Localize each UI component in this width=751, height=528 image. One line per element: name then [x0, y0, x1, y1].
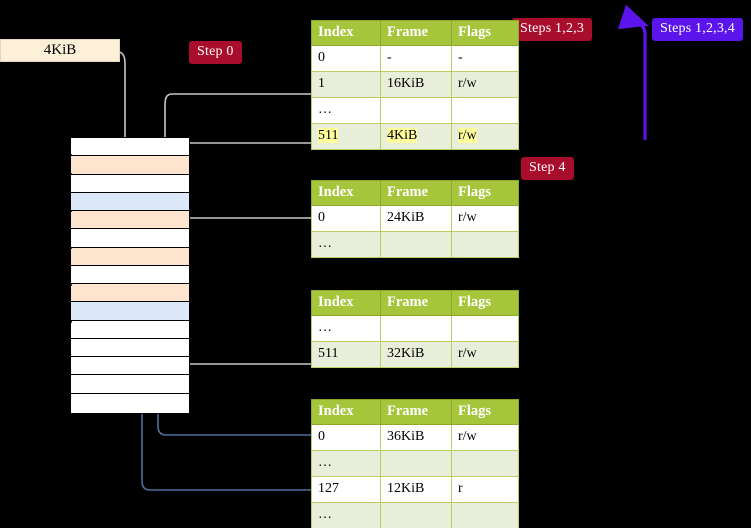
table-cell: 24KiB	[380, 205, 452, 232]
column-header-index: Index	[311, 399, 381, 425]
memory-frame-row	[71, 229, 189, 248]
table-cell	[380, 450, 452, 477]
memory-frame-row	[71, 375, 189, 394]
memory-frame-row	[71, 156, 189, 175]
memory-frame-row	[71, 265, 189, 285]
table-cell: r/w	[451, 424, 519, 451]
highlighted-value: 511	[318, 128, 339, 143]
table-cell: …	[311, 502, 381, 528]
column-header-frame: Frame	[380, 180, 452, 206]
table-cell	[380, 315, 452, 342]
memory-frame-row	[71, 338, 189, 358]
table-row: …	[311, 97, 519, 124]
memory-frame-row	[71, 174, 189, 193]
memory-frame-row	[71, 192, 189, 212]
table-cell	[380, 97, 452, 124]
table-cell: 16KiB	[380, 71, 452, 98]
highlighted-value: r/w	[458, 128, 477, 143]
table-cell: -	[451, 45, 519, 72]
table-cell: r/w	[451, 205, 519, 232]
table-row: 511 4KiB r/w	[311, 123, 519, 150]
table-row: …	[311, 450, 519, 477]
memory-frame-row	[71, 211, 189, 230]
badge-step-4: Step 4	[521, 157, 574, 180]
table-row: …	[311, 231, 519, 258]
column-header-frame: Frame	[380, 290, 452, 316]
size-label-4kib: 4KiB	[0, 39, 120, 62]
physical-memory-grid	[70, 137, 190, 414]
table-cell	[451, 502, 519, 528]
violet-arrow-path	[617, 4, 649, 140]
table-cell: …	[311, 97, 381, 124]
table-cell: 127	[311, 476, 381, 503]
memory-frame-row	[71, 393, 189, 412]
table-cell: 32KiB	[380, 341, 452, 368]
table-row: …	[311, 315, 519, 342]
table-cell: r/w	[451, 71, 519, 98]
table-cell	[451, 450, 519, 477]
memory-frame-row	[71, 284, 189, 303]
column-header-frame: Frame	[380, 399, 452, 425]
arrow-table2-to-memory	[172, 217, 311, 260]
column-header-index: Index	[311, 180, 381, 206]
table-row: 0--	[311, 45, 519, 72]
table-cell: r/w	[451, 341, 519, 368]
column-header-flags: Flags	[451, 20, 519, 46]
badge-steps-1234: Steps 1,2,3,4	[652, 18, 743, 41]
column-header-index: Index	[311, 290, 381, 316]
badge-steps-123: Steps 1,2,3	[512, 18, 593, 41]
table-cell: …	[311, 231, 381, 258]
size-label-text: 4KiB	[43, 42, 77, 58]
table-cell	[380, 502, 452, 528]
arrow-memory-to-table3	[172, 299, 311, 365]
table-cell	[380, 231, 452, 258]
highlighted-value: 4KiB	[387, 128, 418, 143]
table-cell: 36KiB	[380, 424, 452, 451]
table-cell: 4KiB	[380, 123, 452, 150]
table-cell: 12KiB	[380, 476, 452, 503]
memory-frame-row	[71, 138, 189, 157]
column-header-flags: Flags	[451, 399, 519, 425]
table-cell: …	[311, 450, 381, 477]
table-cell: 511	[311, 123, 381, 150]
table-cell: r/w	[451, 123, 519, 150]
table-cell: r	[451, 476, 519, 503]
table-cell: 1	[311, 71, 381, 98]
table-cell: -	[380, 45, 452, 72]
table-cell: 0	[311, 424, 381, 451]
table-cell: 0	[311, 45, 381, 72]
column-header-index: Index	[311, 20, 381, 46]
table-cell: …	[311, 315, 381, 342]
table-cell: 511	[311, 341, 381, 368]
table-row: …	[311, 502, 519, 528]
table-cell: 0	[311, 205, 381, 232]
column-header-flags: Flags	[451, 180, 519, 206]
table-cell	[451, 315, 519, 342]
table-cell	[451, 97, 519, 124]
memory-frame-row	[71, 302, 189, 321]
badge-step-0: Step 0	[189, 41, 242, 64]
column-header-flags: Flags	[451, 290, 519, 316]
table-cell	[451, 231, 519, 258]
memory-frame-row	[71, 320, 189, 339]
memory-frame-row	[71, 357, 189, 376]
memory-frame-row	[71, 247, 189, 266]
column-header-frame: Frame	[380, 20, 452, 46]
